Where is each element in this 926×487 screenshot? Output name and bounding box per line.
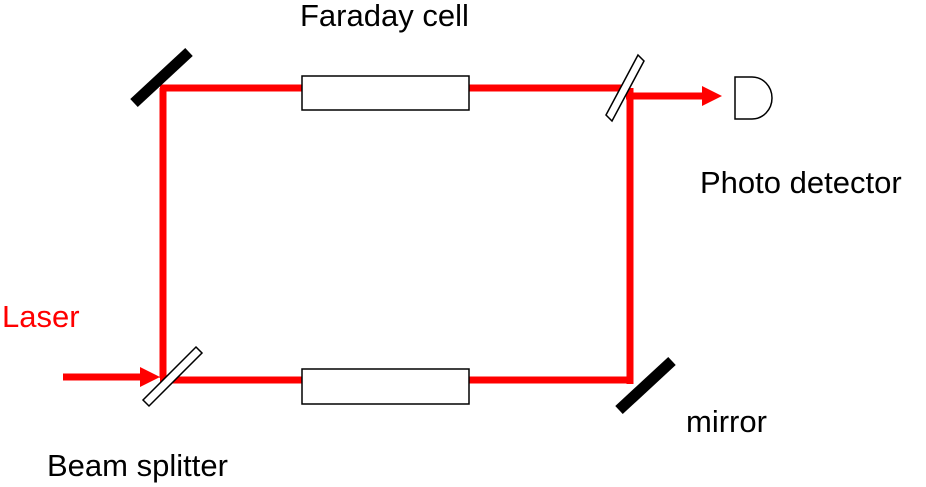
label-faraday-cell: Faraday cell — [300, 0, 469, 33]
photo-detector-icon — [734, 76, 773, 120]
label-mirror: mirror — [686, 404, 767, 439]
mirror-bottom-right — [615, 356, 676, 415]
laser-input-arrowhead — [140, 367, 160, 387]
mirror-top-left — [130, 47, 193, 108]
beam-splitter-bottom-left — [141, 345, 204, 408]
label-beam-splitter: Beam splitter — [47, 448, 228, 483]
label-laser: Laser — [2, 299, 80, 334]
beam-splitter-top-right — [605, 53, 645, 123]
laser-beam-paths — [63, 84, 722, 387]
output-arrowhead — [702, 86, 722, 106]
faraday-cell-bottom — [301, 368, 470, 405]
label-photo-detector: Photo detector — [700, 165, 902, 200]
faraday-cell-top — [301, 75, 470, 111]
